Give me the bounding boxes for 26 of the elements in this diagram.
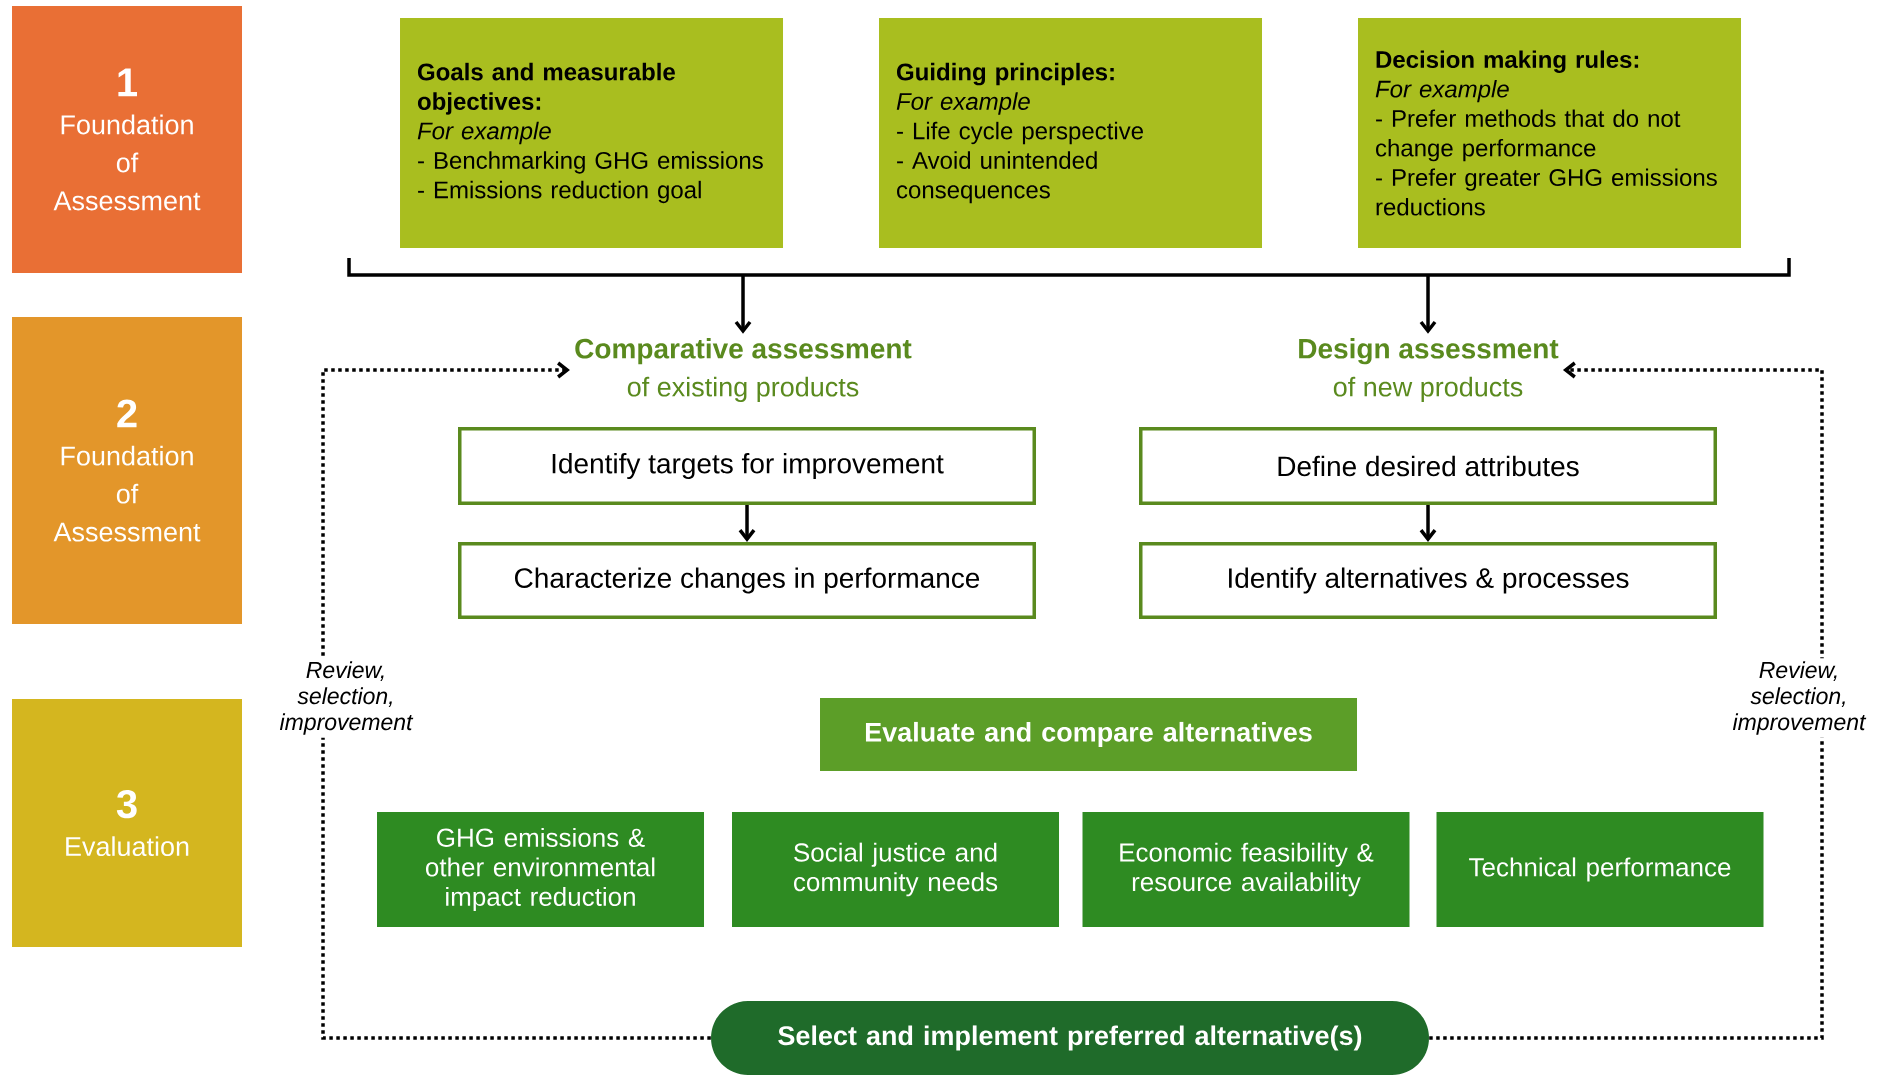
example-box: Guiding principles: For example - Life cycle perspective - Avoid unintended consequences bbox=[879, 18, 1262, 248]
criterion-box: Social justice and community needs bbox=[732, 812, 1059, 927]
criterion-box: Economic feasibility & resource availability bbox=[1082, 812, 1410, 927]
example-box: Goals and measurable objectives: For example - Benchmarking GHG emissions - Emissions reduction goal bbox=[400, 18, 783, 248]
process-box: Identify targets for improvement bbox=[458, 427, 1036, 505]
banner-box: Evaluate and compare alternatives bbox=[820, 698, 1357, 771]
feedback-arrow bbox=[1429, 361, 1824, 1040]
edge-label: Review, selection, improvement bbox=[1721, 658, 1877, 738]
process-box: Define desired attributes bbox=[1139, 427, 1717, 505]
arrow bbox=[1419, 275, 1437, 334]
edge-label: Review, selection, improvement bbox=[268, 658, 424, 738]
arrow bbox=[734, 275, 752, 334]
stage-band: 2 Foundation of Assessment bbox=[12, 317, 242, 624]
section-heading: Design assessment of new products bbox=[1299, 338, 1559, 402]
arrow bbox=[1419, 505, 1437, 542]
section-heading: Comparative assessment of existing products bbox=[575, 338, 912, 402]
example-box: Decision making rules: For example - Prefer methods that do not change performance - Prefer greater GHG emissions reductions bbox=[1358, 18, 1741, 248]
action-pill: Select and implement preferred alternative(s) bbox=[711, 1001, 1429, 1075]
process-box: Characterize changes in performance bbox=[458, 542, 1036, 619]
criterion-box: Technical performance bbox=[1436, 812, 1764, 927]
feedback-arrow bbox=[321, 361, 711, 1040]
process-box: Identify alternatives & processes bbox=[1139, 542, 1717, 619]
arrow bbox=[738, 505, 756, 542]
stage-band: 3 Evaluation bbox=[12, 699, 242, 947]
stage-band: 1 Foundation of Assessment bbox=[12, 6, 242, 273]
criterion-box: GHG emissions & other environmental impact reduction bbox=[377, 812, 704, 927]
